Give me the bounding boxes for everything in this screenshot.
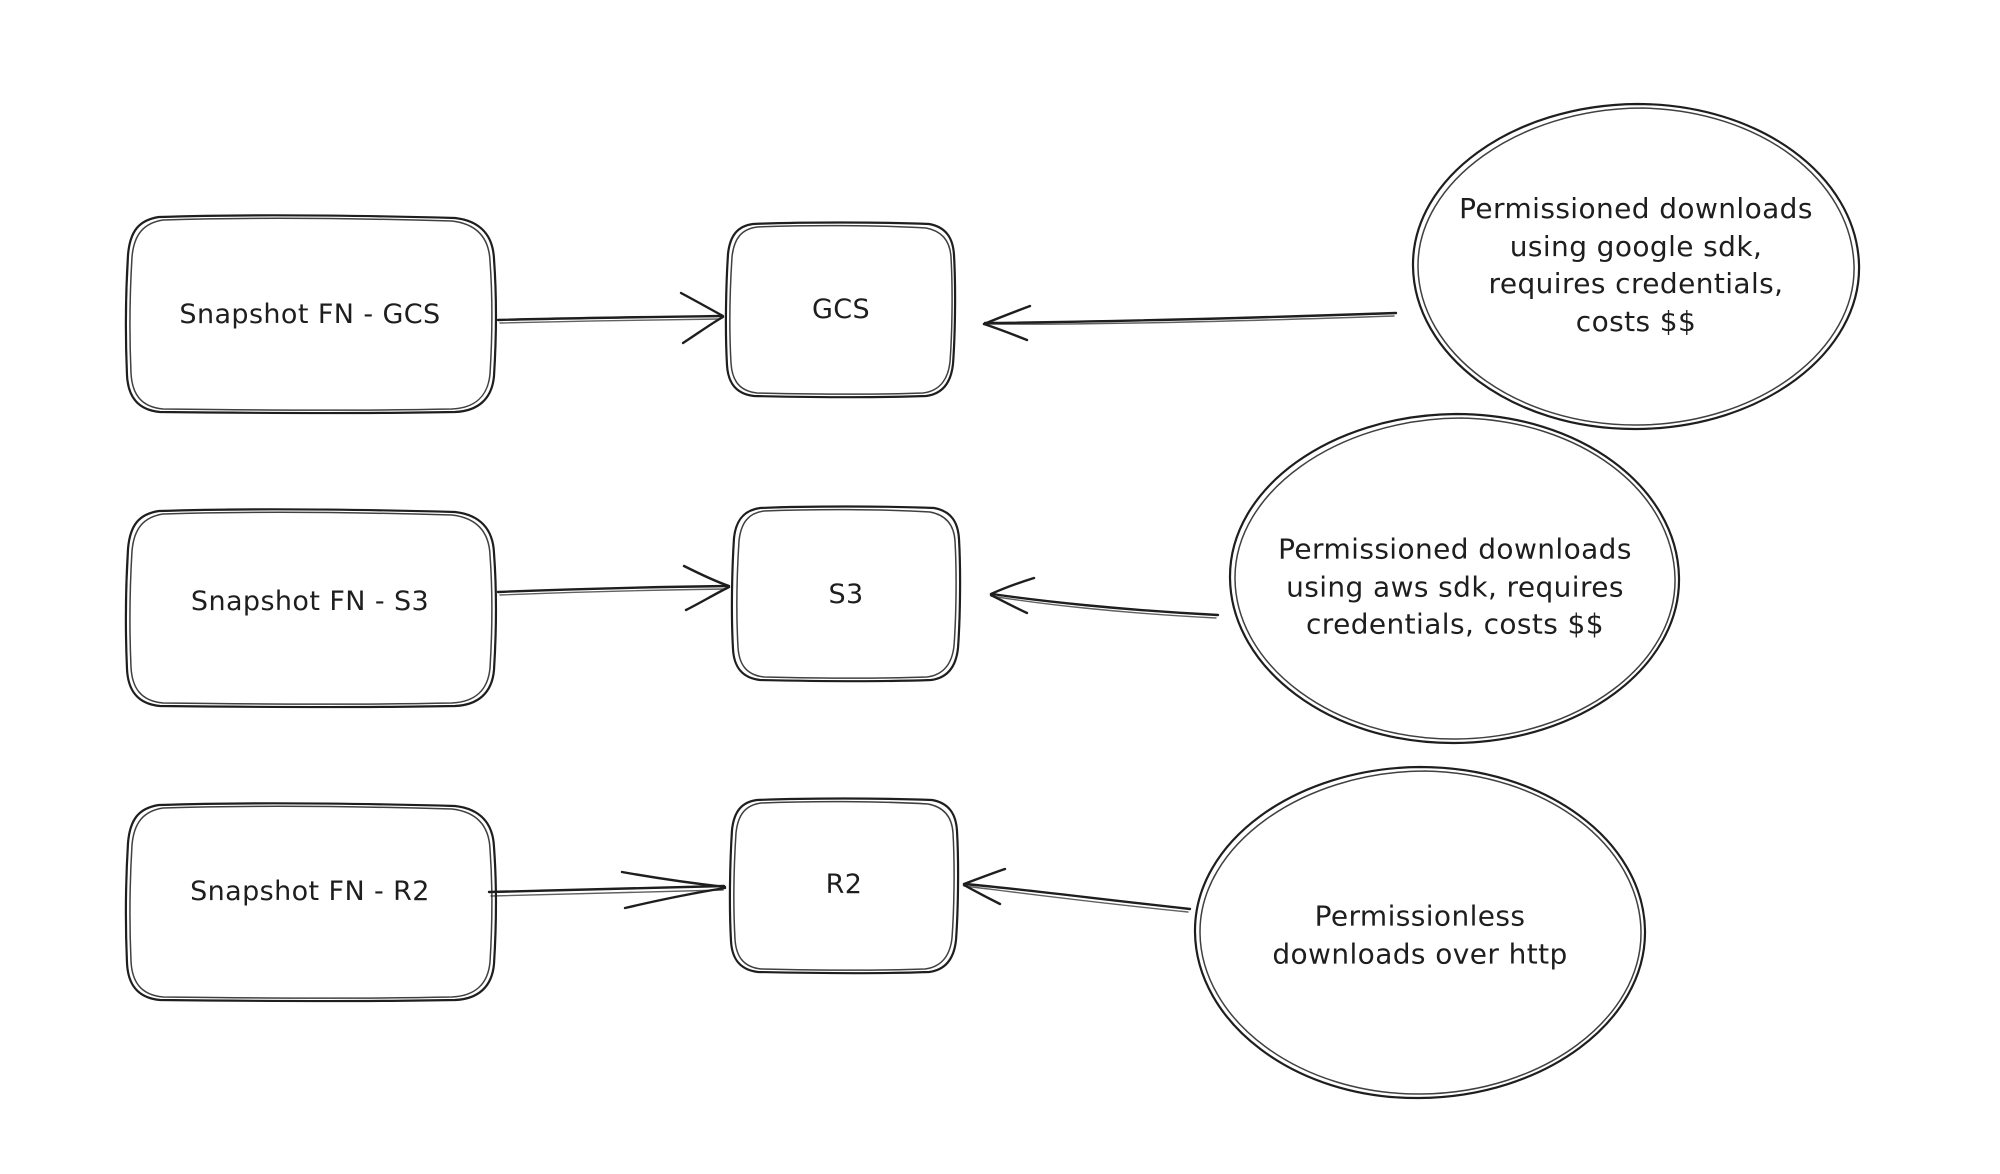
node-note-r2[interactable]	[1195, 766, 1645, 1098]
arrow-note-gcs-to-gcs	[982, 304, 1398, 342]
node-s3[interactable]	[733, 507, 959, 681]
node-r2[interactable]	[731, 799, 957, 973]
shape-snapshot-fn-gcs[interactable]	[124, 214, 497, 415]
shape-r2[interactable]	[728, 797, 960, 975]
shape-s3[interactable]	[730, 505, 962, 683]
shape-snapshot-fn-s3[interactable]	[124, 508, 497, 709]
shape-note-gcs[interactable]	[1411, 102, 1861, 431]
node-snapshot-fn-s3[interactable]	[125, 510, 495, 708]
shape-note-r2[interactable]	[1193, 765, 1647, 1100]
arrow-note-r2-to-r2	[962, 867, 1192, 913]
arrow-note-s3-to-s3	[989, 576, 1220, 619]
shape-snapshot-fn-r2[interactable]	[124, 802, 497, 1003]
arrow-snapshot-gcs-to-gcs	[496, 291, 725, 345]
node-snapshot-fn-r2[interactable]	[125, 804, 495, 1002]
arrow-snapshot-s3-to-s3	[496, 564, 731, 612]
shape-note-s3[interactable]	[1228, 412, 1681, 745]
arrow-snapshot-r2-to-r2	[487, 870, 727, 910]
node-note-gcs[interactable]	[1413, 102, 1859, 428]
node-gcs[interactable]	[727, 223, 955, 397]
node-note-s3[interactable]	[1230, 413, 1680, 743]
shape-gcs[interactable]	[724, 221, 957, 399]
node-snapshot-fn-gcs[interactable]	[125, 216, 495, 414]
